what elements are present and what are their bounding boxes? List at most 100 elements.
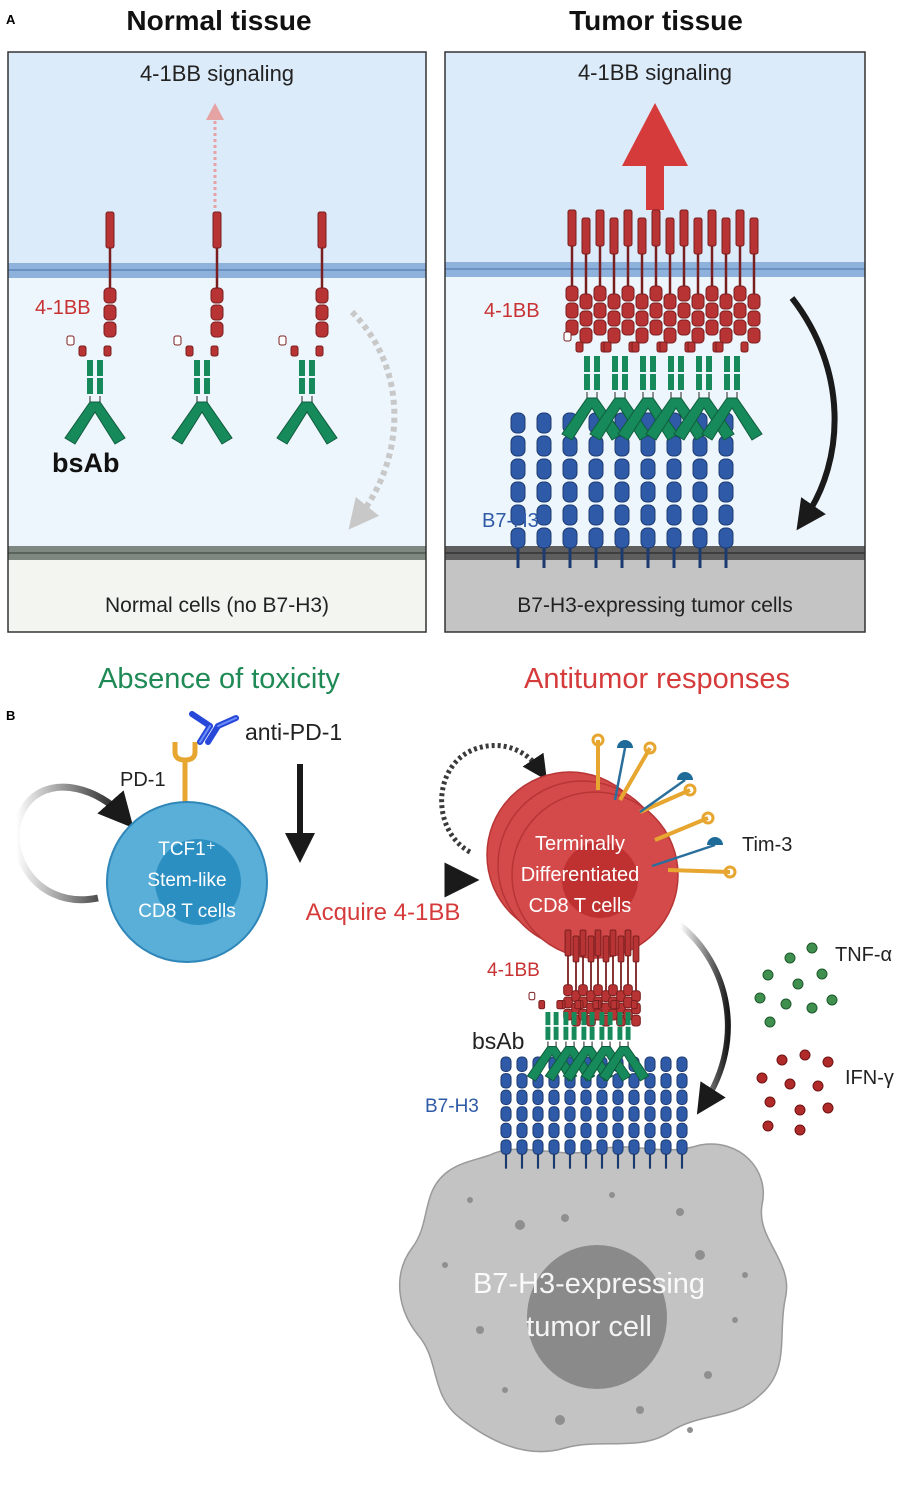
pd1-receptor — [618, 747, 652, 801]
b7-h3-domain — [676, 1122, 688, 1139]
tumor-cell-granule — [476, 1326, 484, 1334]
antibody-fab-arms — [64, 401, 126, 445]
antibody-tip — [563, 331, 572, 342]
normal-panel-border — [7, 51, 427, 633]
ifn-gamma-molecule — [794, 1124, 806, 1136]
b7-h3-domain — [612, 1139, 624, 1155]
antibody-4-1bb-binder — [603, 341, 612, 353]
antibody-domain — [668, 356, 674, 372]
receptor-4-1bb-domain — [663, 327, 677, 344]
antibody-domain — [607, 1026, 613, 1040]
tnf-alpha-molecule — [792, 978, 804, 990]
b7-h3-domain — [718, 481, 734, 503]
anti-pd1-antibody: anti-PD-1 — [189, 711, 342, 745]
b7-h3-domain — [562, 504, 578, 526]
tim3-receptor-head — [617, 740, 633, 748]
b7-h3-domain — [516, 1056, 528, 1072]
receptor-4-1bb-domain — [565, 319, 579, 336]
b7-h3-domain — [628, 1073, 640, 1089]
tnf-alpha-label: TNF-α — [835, 944, 892, 966]
receptor-4-1bb-tail — [693, 217, 703, 255]
b7-h3-domain — [536, 504, 552, 526]
antibody-domain — [97, 378, 103, 394]
antibody-domain — [194, 378, 200, 394]
receptor-4-1bb-domain — [579, 310, 593, 327]
tumor-cells-label: B7-H3-expressing tumor cells — [517, 594, 792, 617]
b7-h3-domain — [644, 1106, 656, 1122]
pd1-receptor-tip — [683, 783, 697, 797]
antibody-domain — [584, 356, 590, 372]
antibody-domain — [204, 378, 210, 394]
b7-h3-domain — [500, 1106, 512, 1122]
tumor-cell-granule — [676, 1208, 684, 1216]
antibody-domain — [696, 356, 702, 372]
receptor-4-1bb-domain — [210, 287, 224, 304]
b7-h3-domain — [510, 504, 526, 526]
binding-arrow — [789, 296, 838, 531]
terminal-self-loop-arrow — [439, 742, 547, 855]
b7-h3-domain — [644, 1056, 656, 1072]
panel-a-letter: A — [6, 12, 16, 27]
terminal-cell-label-1: Terminally — [535, 833, 625, 855]
b7-h3-domain — [640, 527, 656, 549]
tim3-receptor — [639, 778, 686, 814]
b7-h3-domain — [588, 504, 604, 526]
antibody-chain — [199, 725, 211, 743]
tim3-receptor-head — [677, 772, 693, 780]
b7-h3-domain — [692, 527, 708, 549]
antibody-domain — [594, 374, 600, 390]
receptor-4-1bb-domain — [691, 310, 705, 327]
panel-b-letter: B — [6, 708, 15, 723]
b7-h3-domain — [580, 1106, 592, 1122]
antibody-domain — [650, 356, 656, 372]
receptor-4-1bb-domain — [705, 302, 719, 319]
ifn-gamma-molecule — [822, 1056, 834, 1068]
tim3-receptor — [613, 747, 627, 801]
antibody-4-1bb-binder — [210, 345, 219, 357]
receptor-4-1bb-domain — [315, 321, 329, 338]
b7-h3-domain — [692, 504, 708, 526]
antibody-domain — [599, 1012, 605, 1026]
receptor-4-1bb-domain — [747, 327, 761, 344]
tnf-alpha-molecule — [816, 968, 828, 980]
receptor-4-1bb-domain — [705, 319, 719, 336]
antibody-domain — [309, 360, 315, 376]
b7-h3-domain — [644, 1122, 656, 1139]
tumor-tissue-panel: Tumor tissue 4-1BB signaling 4-1BB B7-H3… — [444, 5, 866, 695]
receptor-4-1bb-domain — [719, 310, 733, 327]
receptor-4-1bb-tail — [572, 935, 580, 963]
strong-signal-arrowhead — [622, 103, 688, 166]
bsab-label: bsAb — [52, 448, 120, 478]
tumor-cell-granule — [636, 1406, 644, 1414]
receptor-4-1bb-domain — [747, 293, 761, 310]
b7-h3-domain — [640, 504, 656, 526]
antibody-domain — [724, 374, 730, 390]
b7-h3-domain — [640, 458, 656, 480]
receptor-4-1bb-domain — [579, 293, 593, 310]
b7-h3-domain — [500, 1089, 512, 1106]
receptor-4-1bb-domain — [635, 327, 649, 344]
b7-h3-domain — [580, 1089, 592, 1106]
antibody-domain — [678, 374, 684, 390]
receptor-4-1bb-domain — [677, 302, 691, 319]
receptor-4-1bb-tail — [581, 217, 591, 255]
receptor-4-1bb-tail — [617, 935, 625, 963]
antibody-4-1bb-binder — [659, 341, 668, 353]
antibody-domain — [622, 374, 628, 390]
tumor-signal-label: 4-1BB signaling — [578, 60, 732, 85]
b7-h3-domain — [676, 1056, 688, 1072]
cytokine-release-arrow — [678, 922, 731, 1115]
tumor-cell-granule — [695, 1250, 705, 1260]
receptor-4-1bb-domain — [601, 990, 611, 1003]
antibody-domain — [97, 360, 103, 376]
b7-h3-domain — [532, 1139, 544, 1155]
antibody-domain — [594, 356, 600, 372]
antibody-domain — [584, 374, 590, 390]
antibody-domain — [612, 374, 618, 390]
receptor-4-1bb-domain — [103, 321, 117, 338]
ifn-gamma-molecule — [794, 1104, 806, 1116]
tumor-cell-label-2: tumor cell — [526, 1311, 652, 1343]
receptor-4-1bb-domain — [607, 327, 621, 344]
antibody-4-1bb-binder — [631, 341, 640, 353]
receptor-4-1bb-domain — [608, 984, 618, 997]
